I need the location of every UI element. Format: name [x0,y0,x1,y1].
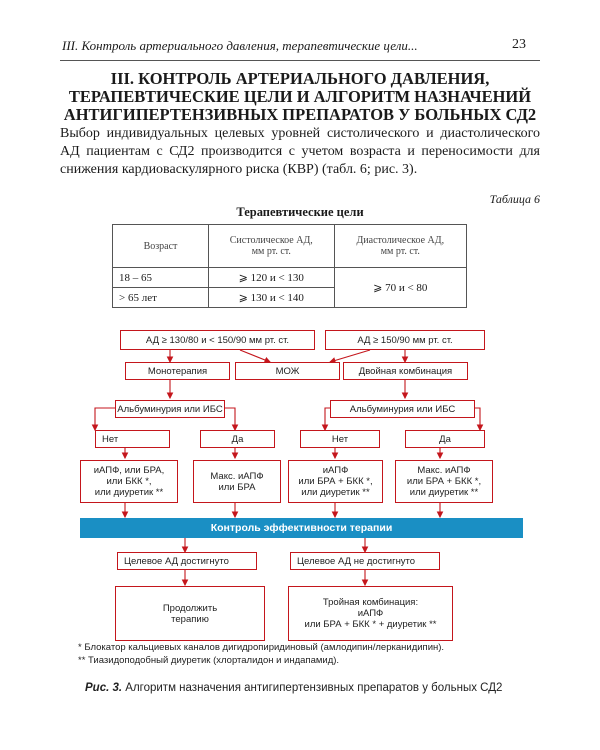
rx-option-box: Макс. иАПФ или БРА + БКК *, или диуретик… [395,460,493,503]
rx-option-box: иАПФ, или БРА, или БКК *, или диуретик *… [80,460,178,503]
cell-age: 18 – 65 [112,267,209,288]
section-title-line: ТЕРАПЕВТИЧЕСКИЕ ЦЕЛИ И АЛГОРИТМ НАЗНАЧЕН… [68,87,532,106]
rx-option-label: иАПФ, или БРА, или БКК *, или диуретик *… [93,465,165,498]
footnotes: * Блокатор кальциевых каналов дигидропир… [78,641,444,667]
yes-left-label: Да [231,433,244,445]
lifestyle-box: МОЖ [235,362,340,380]
therapy-control-bar: Контроль эффективности терапии [80,518,523,538]
albuminuria-right-box: Альбуминурия или ИБС [330,400,475,418]
figure-caption-text: Алгоритм назначения антигипертензивных п… [122,682,503,694]
table-title: Терапевтические цели [236,205,364,219]
rx-option-box: Макс. иАПФ или БРА [193,460,281,503]
header-rule [60,60,540,61]
bp-high-label: АД ≥ 150/90 мм рт. ст. [357,334,453,346]
no-left-label: Нет [102,433,119,445]
figure-label: Рис. 3. [85,682,123,694]
yes-left-box: Да [200,430,275,448]
header-diastolic: Диастолическое АД, мм рт. ст. [333,224,468,268]
target-not-reached-box: Целевое АД не достигнуто [290,552,440,570]
section-title-line: АНТИГИПЕРТЕНЗИВНЫХ ПРЕПАРАТОВ У БОЛЬНЫХ … [63,105,537,124]
section-title-line: III. КОНТРОЛЬ АРТЕРИАЛЬНОГО ДАВЛЕНИЯ, [110,69,490,88]
monotherapy-box: Монотерапия [125,362,230,380]
dual-combination-label: Двойная комбинация [358,365,453,377]
monotherapy-label: Монотерапия [147,365,208,377]
lifestyle-label: МОЖ [275,365,300,377]
header-age: Возраст [112,224,209,268]
yes-right-label: Да [439,433,451,445]
running-head: III. Контроль артериального давления, те… [62,38,418,53]
section-title: III. КОНТРОЛЬ АРТЕРИАЛЬНОГО ДАВЛЕНИЯ, ТЕ… [60,70,540,124]
cell-age: > 65 лет [112,287,209,308]
rx-option-label: Макс. иАПФ или БРА [210,470,264,493]
bp-moderate-box: АД ≥ 130/80 и < 150/90 мм рт. ст. [120,330,315,350]
rx-option-label: Макс. иАПФ или БРА + БКК *, или диуретик… [406,465,482,498]
albuminuria-right-label: Альбуминурия или ИБС [349,403,456,415]
page-number: 23 [512,37,526,52]
algorithm-flowchart: АД ≥ 130/80 и < 150/90 мм рт. ст. АД ≥ 1… [75,320,525,650]
table-row: 18 – 65 ⩾ 120 и < 130 ⩾ 70 и < 80 [112,267,468,308]
cell-diastolic: ⩾ 70 и < 80 [333,267,468,308]
target-reached-label: Целевое АД достигнуто [124,555,229,567]
footnote: * Блокатор кальциевых каналов дигидропир… [78,642,445,653]
no-right-label: Нет [331,433,349,445]
table-header-row: Возраст Систолическое АД, мм рт. ст. Диа… [112,224,468,268]
cell-systolic: ⩾ 120 и < 130 [208,267,335,288]
triple-combination-label: Тройная комбинация: иАПФ или БРА + БКК *… [304,597,437,630]
rx-option-label: иАПФ или БРА + БКК *, или диуретик ** [298,465,373,498]
no-right-box: Нет [300,430,380,448]
table-row: > 65 лет ⩾ 130 и < 140 [112,287,467,308]
targets-table: Возраст Систолическое АД, мм рт. ст. Диа… [112,224,468,308]
target-not-reached-label: Целевое АД не достигнуто [297,555,416,567]
albuminuria-left-box: Альбуминурия или ИБС [115,400,225,418]
footnote: ** Тиазидоподобный диуретик (хлорталидон… [78,655,340,666]
body-paragraph: Выбор индивидуальных целевых уровней сис… [60,126,540,177]
continue-therapy-label: Продолжить терапию [162,602,218,625]
rx-option-box: иАПФ или БРА + БКК *, или диуретик ** [288,460,383,503]
albuminuria-left-label: Альбуминурия или ИБС [117,403,223,415]
target-reached-box: Целевое АД достигнуто [117,552,257,570]
table-caption: Таблица 6 [489,192,540,206]
bp-high-box: АД ≥ 150/90 мм рт. ст. [325,330,485,350]
continue-therapy-box: Продолжить терапию [115,586,265,641]
dual-combination-box: Двойная комбинация [343,362,468,380]
flowchart-connectors [91,349,484,587]
cell-systolic: ⩾ 130 и < 140 [208,287,335,308]
figure-caption: Рис. 3. Алгоритм назначения антигипертен… [85,682,502,694]
yes-right-box: Да [405,430,485,448]
triple-combination-box: Тройная комбинация: иАПФ или БРА + БКК *… [288,586,453,641]
bp-moderate-label: АД ≥ 130/80 и < 150/90 мм рт. ст. [145,334,290,346]
header-systolic: Систолическое АД, мм рт. ст. [208,224,335,268]
no-left-box: Нет [95,430,170,448]
